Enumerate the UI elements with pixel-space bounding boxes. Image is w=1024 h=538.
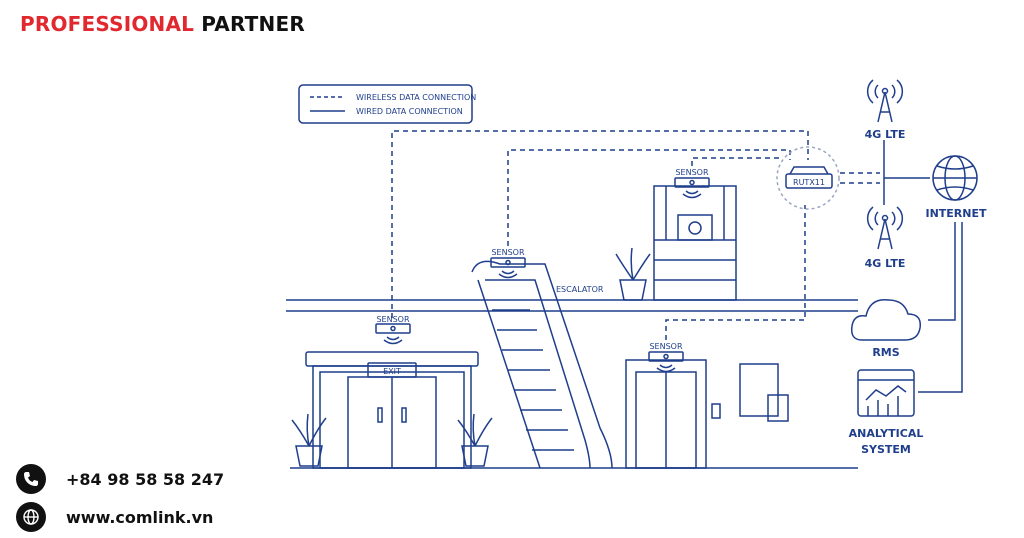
escalator: [471, 260, 613, 469]
rms-link: [928, 222, 956, 321]
analytical-label-line1: ANALYTICAL: [849, 427, 924, 440]
sensor-exit: [375, 323, 411, 345]
sensor-label-counter: SENSOR: [675, 168, 708, 177]
exit-doors: [305, 351, 479, 469]
phone-contact[interactable]: +84 98 58 58 247: [16, 464, 224, 494]
plant-icon: [615, 247, 651, 301]
router-icon: [785, 166, 833, 189]
legend-wired-label: WIRED DATA CONNECTION: [356, 107, 463, 116]
rms-label: RMS: [872, 346, 899, 359]
plant-icon: [291, 413, 327, 467]
phone-icon: [16, 464, 46, 494]
phone-number: +84 98 58 58 247: [66, 469, 225, 489]
sensor-escalator: [490, 257, 526, 279]
wall-panel: [739, 363, 779, 417]
wireless-connections: [391, 130, 880, 340]
lte-bottom-label: 4G LTE: [865, 257, 906, 270]
analytical-label-line2: SYSTEM: [861, 443, 911, 456]
legend-box: [298, 84, 473, 124]
elevator: [625, 359, 721, 469]
sensor-label-escalator: SENSOR: [491, 248, 524, 257]
sensor-counter: [674, 177, 710, 199]
lte-top-label: 4G LTE: [865, 128, 906, 141]
internet-globe-icon: [932, 155, 978, 201]
brand-professional: PROFESSIONAL: [20, 12, 195, 36]
website-contact[interactable]: www.comlink.vn: [16, 502, 213, 532]
cell-tower-icon: [866, 206, 904, 250]
plant-icon: [457, 413, 493, 467]
brand-partner: PARTNER: [201, 12, 305, 36]
router-label: RUTX11: [793, 178, 825, 187]
sensor-label-elevator: SENSOR: [649, 342, 682, 351]
sensor-label-exit: SENSOR: [376, 315, 409, 324]
globe-icon: [16, 502, 46, 532]
cloud-icon: [850, 299, 921, 341]
brand-title: PROFESSIONAL PARTNER: [20, 12, 305, 36]
sensor-elevator: [648, 351, 684, 373]
wall-panel-small: [767, 394, 789, 422]
analytics-link: [918, 222, 963, 393]
dashboard-icon: [857, 369, 915, 417]
cell-tower-icon: [866, 79, 904, 123]
exit-sign-label: EXIT: [383, 367, 401, 376]
legend-wireless-label: WIRELESS DATA CONNECTION: [356, 93, 476, 102]
internet-label: INTERNET: [925, 207, 987, 220]
website-url: www.comlink.vn: [66, 507, 214, 527]
info-counter: [653, 185, 737, 301]
router-range-circle: [776, 146, 840, 210]
escalator-label: ESCALATOR: [556, 285, 604, 294]
